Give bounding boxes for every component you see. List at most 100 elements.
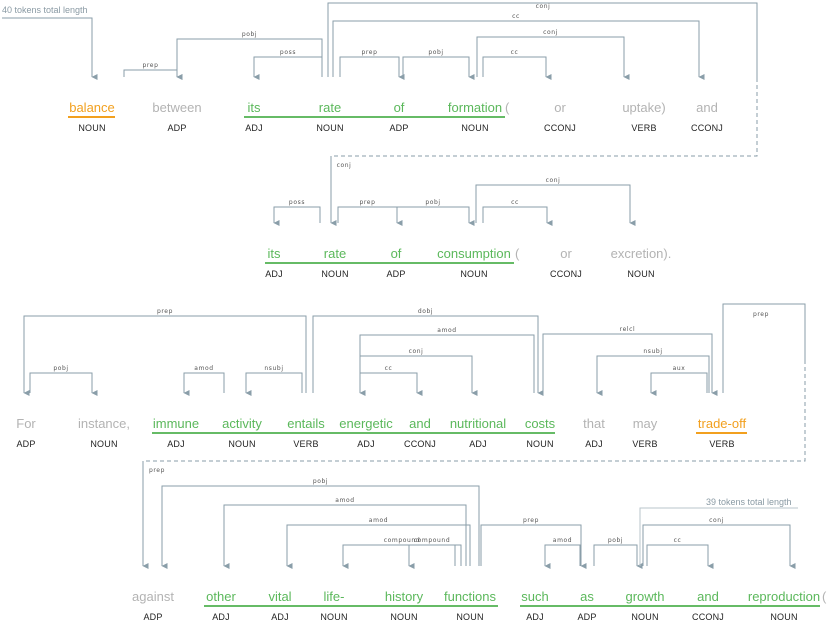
arc-label: aux [673,365,686,372]
token-word: and [697,589,719,604]
token-word: formation [447,100,503,115]
token-pos-tag: NOUN [78,123,106,133]
dependency-arc: cc [332,13,705,80]
dependency-arc: prep [480,517,587,569]
dependency-arc: amod [544,537,581,569]
dependency-arc: pobj [396,199,475,226]
arc-label: cc [511,49,519,56]
arc-label: cc [512,13,520,20]
dependency-arc: pobj [29,365,98,396]
arc-continuation [331,78,758,157]
arc-label: pobj [425,199,440,206]
token-pos-tag: ADP [143,612,163,620]
token-pos-tag: ADJ [265,269,283,279]
token-pos-tag: ADP [389,123,409,133]
dependency-arc: aux [650,365,708,396]
token-word: and [409,416,431,431]
arc-line [183,372,225,396]
token-word: such [521,589,549,604]
token-pos-tag: CCONJ [404,439,436,449]
token-pos-tag: ADP [167,123,187,133]
arc-label: amod [335,497,354,504]
arc-label: pobj [53,365,68,372]
dependency-arc: cc [359,365,423,396]
arc-line [339,56,405,80]
token-count-note-top: 40 tokens total length [2,5,88,15]
dependency-arc: amod [286,517,471,569]
arc-label: amod [553,537,572,544]
token-word: or [554,100,566,115]
highlight-underline [696,432,747,434]
token-word: rate [323,246,347,261]
arc-label: cc [511,199,519,206]
token-pos-tag: ADP [386,269,406,279]
token-word: vital [268,589,292,604]
open-paren: ( [505,100,510,115]
arc-label: prep [359,199,375,206]
token-word: energetic [339,416,393,431]
arc-line [23,315,307,396]
token-pos-tag: NOUN [321,269,349,279]
token-pos-tag: NOUN [456,612,484,620]
dependency-arc: poss [273,199,321,226]
token-pos-tag: NOUN [461,123,489,133]
arc-line [273,206,321,226]
token-word: and [696,100,718,115]
arc-label: cc [674,537,682,544]
arc-line [542,333,718,396]
token-pos-tag: VERB [293,439,319,449]
arc-label: conj [337,162,352,169]
dependency-arc: conj [359,348,478,396]
token-pos-tag: ADJ [357,439,375,449]
token-word: costs [524,416,556,431]
open-paren: ( [822,589,827,604]
arc-label: conj [536,3,551,10]
token-word: uptake) [622,100,666,115]
token-word: other [206,589,236,604]
phrase-underline [244,116,505,118]
dependency-arc: compound [408,537,456,569]
token-word: its [267,246,281,261]
token-pos-tag: NOUN [320,612,348,620]
arc-line [593,544,643,569]
arc-line [402,56,475,80]
token-pos-tag: ADJ [526,612,544,620]
token-word: functions [443,589,497,604]
arc-label: relcl [620,326,636,333]
token-count-note-bottom: 39 tokens total length [706,497,792,507]
arc-label: prep [361,49,377,56]
token-word: as [580,589,594,604]
arc-line [650,372,708,396]
token-word: reproduction [747,589,821,604]
arc-label: conj [546,177,561,184]
token-word: between [152,100,202,115]
arc-line [342,544,462,569]
arc-line [476,36,630,80]
arc-line [408,544,456,569]
arc-line [480,524,587,569]
token-pos-tag: ADJ [271,612,289,620]
arc-line [223,504,467,569]
dependency-arc: amod [183,365,225,396]
dependency-arc: amod [223,497,467,569]
arc-label: pobj [428,49,443,56]
arc-label: conj [709,517,724,524]
arc-label: pobj [242,31,257,38]
token-pos-tag: NOUN [316,123,344,133]
phrase-underline [152,432,555,434]
open-paren: ( [515,246,520,261]
dependency-arc: dobj [312,308,544,396]
dependency-arc: cc [482,49,552,80]
arc-label: compound [414,537,451,544]
token-pos-tag: CCONJ [550,269,582,279]
token-word: rate [318,100,342,115]
arc-line [544,544,581,569]
token-word: trade-off [697,416,747,431]
token-word: instance, [77,416,131,431]
token-word: activity [222,416,262,431]
dependency-arc: cc [646,537,714,569]
dependency-arc: nsubj [596,348,710,396]
arc-label: prep [753,311,769,318]
arc-label: prep [142,62,158,69]
token-word: or [560,246,572,261]
